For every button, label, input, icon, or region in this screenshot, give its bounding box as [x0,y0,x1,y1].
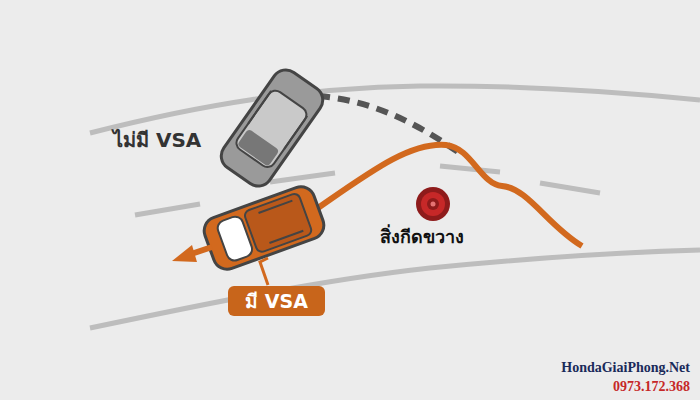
leader-line [260,258,268,285]
road-edge [90,86,700,133]
road-edge [90,250,700,328]
watermark: 0973.172.368 [613,379,690,395]
grey-car [216,64,328,191]
car-label: ไม่มี VSA [113,124,201,156]
box-text: มี VSA [245,286,308,316]
obstacle [416,187,450,221]
watermark: HondaGiaiPhong.Net [561,360,690,376]
label-box: มี VSA [228,286,325,316]
obstacle-label: สิ่งกีดขวาง [380,222,464,251]
direction-arrow [172,245,212,262]
